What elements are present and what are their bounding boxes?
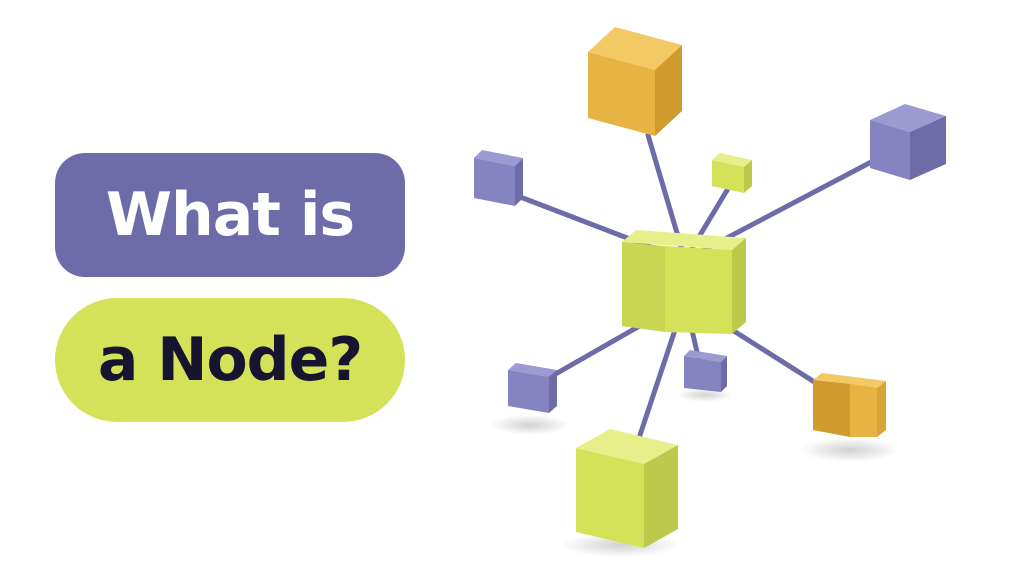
shadow	[800, 438, 900, 462]
orange-cube	[588, 27, 682, 136]
title-line-2-text: a Node?	[97, 325, 363, 395]
purple-cube	[684, 350, 727, 392]
title-line-1-text: What is	[105, 180, 355, 250]
shadow	[490, 415, 570, 435]
central-lime-cube	[622, 230, 746, 334]
purple-cube	[870, 104, 946, 180]
orange-cube	[813, 373, 886, 437]
title-line-1: What is	[55, 153, 405, 277]
purple-cube	[508, 363, 557, 413]
title-line-2: a Node?	[55, 298, 405, 422]
lime-cube	[576, 429, 678, 548]
purple-cube	[474, 150, 523, 206]
lime-cube	[712, 153, 752, 193]
